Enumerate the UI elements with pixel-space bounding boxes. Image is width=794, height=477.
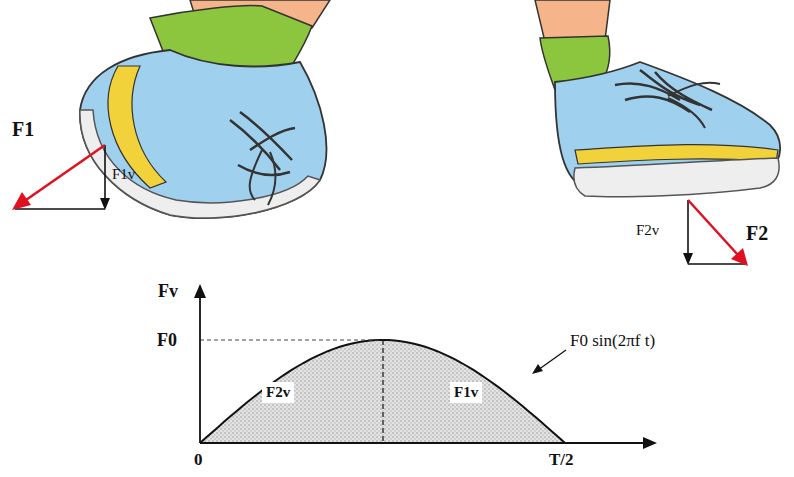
force-vectors-right xyxy=(683,200,748,266)
left-shoe xyxy=(80,0,330,218)
component-label: F1v xyxy=(112,166,135,183)
axis-value: F0 xyxy=(157,331,177,351)
axis-value: 0 xyxy=(194,451,203,470)
force-vectors-left xyxy=(12,145,110,210)
force-label: F1 xyxy=(12,118,34,140)
area-label: F1v xyxy=(450,382,482,403)
component-label: F2v xyxy=(636,222,659,239)
axis-label: Fv xyxy=(158,282,178,302)
force-label: F2 xyxy=(746,222,768,244)
curve-formula: F0 sin(2πf t) xyxy=(570,332,655,351)
right-shoe xyxy=(535,0,780,197)
axis-value: T/2 xyxy=(549,451,574,470)
force-graph xyxy=(194,284,657,449)
area-label: F2v xyxy=(262,382,294,403)
